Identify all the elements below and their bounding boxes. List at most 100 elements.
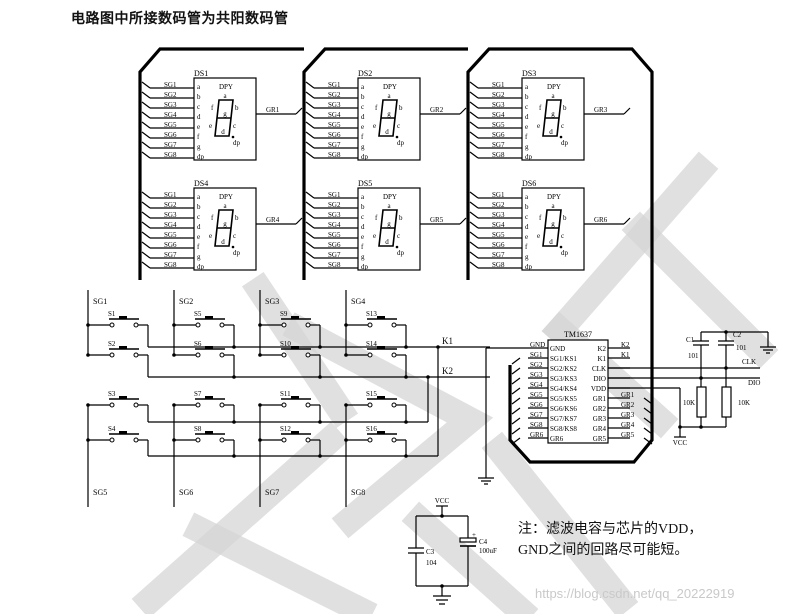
switch-contact <box>109 437 115 443</box>
c2-value: 101 <box>736 344 747 352</box>
display-ref: DS3 <box>522 69 536 78</box>
switch-button <box>205 396 213 399</box>
grid-net-label: GR3 <box>594 106 608 114</box>
bus-entry <box>141 151 151 159</box>
bus-entry <box>469 191 479 199</box>
grid-net-label: GR5 <box>430 216 444 224</box>
segment-pin-label: dp <box>361 153 369 161</box>
segment-net-label: SG8 <box>492 151 505 159</box>
bus-entry <box>141 191 151 199</box>
segment-pin-label: e <box>361 123 364 131</box>
segment-pin-label: dp <box>525 153 533 161</box>
seg-g-label: g <box>551 220 555 228</box>
switch-button <box>291 316 299 319</box>
seg-f-label: f <box>539 214 542 222</box>
bus-entry <box>469 141 479 149</box>
segment-net-label: SG7 <box>492 251 505 259</box>
column-label: SG7 <box>265 488 279 497</box>
segment-pin-label: c <box>525 103 528 111</box>
segment-pin-label: e <box>525 123 528 131</box>
switch-contact <box>305 402 311 408</box>
switch-contact <box>109 402 115 408</box>
bus-entry <box>459 107 467 115</box>
ic-pin-label: SG1/KS1 <box>550 355 577 363</box>
bus-entry <box>643 417 653 425</box>
segment-pin-label: a <box>361 83 365 91</box>
c1-value: 101 <box>688 352 699 360</box>
segment-net-label: SG7 <box>492 141 505 149</box>
switch-s8: S8 <box>172 425 236 458</box>
switch-contact <box>367 352 373 358</box>
segment-pin-label: g <box>525 143 529 151</box>
segment-net-label: SG4 <box>492 221 505 229</box>
capacitor-c2 <box>718 340 734 346</box>
switch-s2: S2 <box>86 340 149 377</box>
ic-pin-label: GR4 <box>593 425 607 433</box>
segment-net-label: SG5 <box>492 121 505 129</box>
switch-button <box>119 431 127 434</box>
bus-entry <box>469 241 479 249</box>
segment-net-label: SG8 <box>164 261 177 269</box>
switch-button <box>377 316 385 319</box>
segment-pin-label: b <box>197 203 201 211</box>
seg-b-label: b <box>235 214 239 222</box>
row-label-k2: K2 <box>442 366 453 376</box>
segment-pin-label: f <box>197 243 200 251</box>
bus-entry <box>141 111 151 119</box>
switch-ref: S16 <box>366 425 377 433</box>
decimal-point <box>559 135 563 139</box>
switch-contact <box>305 322 311 328</box>
seg-e-label: e <box>537 122 540 130</box>
tm1637-chip: TM1637GNDGNDSG1/KS1SG1SG2/KS2SG2SG3/KS3S… <box>478 330 653 485</box>
switch-contact <box>195 402 201 408</box>
segment-net-label: SG1 <box>164 191 177 199</box>
seg-e-label: e <box>373 122 376 130</box>
seg-b-label: b <box>235 104 239 112</box>
bus-entry <box>511 427 521 435</box>
segment-net-label: SG1 <box>328 191 341 199</box>
bus-entry <box>305 111 315 119</box>
segment-net-label: SG6 <box>492 131 505 139</box>
switch-s16: S16 <box>344 425 408 458</box>
seg-d-label: d <box>221 238 225 246</box>
column-label: SG5 <box>93 488 107 497</box>
vcc-label: VCC <box>673 439 688 447</box>
seg-g-label: g <box>223 110 227 118</box>
junction-dot <box>699 425 703 429</box>
seven-segment-digit <box>378 99 398 137</box>
segment-net-label: SG7 <box>328 251 341 259</box>
junction-dot <box>86 438 90 442</box>
display-ref: DS4 <box>194 179 208 188</box>
bus-entry <box>469 81 479 89</box>
seg-c-label: c <box>397 232 400 240</box>
segment-pin-label: c <box>525 213 528 221</box>
source-credit: https://blog.csdn.net/qq_20222919 <box>535 586 735 601</box>
clk-label: CLK <box>742 358 756 366</box>
ground-icon <box>478 477 494 485</box>
seven-segment-digit <box>378 209 398 247</box>
c4-polarity: + <box>472 531 476 539</box>
ic-net-label: SG5 <box>530 391 543 399</box>
bus-segment-mid <box>302 47 468 280</box>
seg-dp-label: dp <box>397 249 405 257</box>
segment-net-label: SG3 <box>328 101 341 109</box>
bus-entry <box>305 151 315 159</box>
capacitor-c3 <box>408 547 424 554</box>
switch-s15: S15 <box>344 390 408 424</box>
switch-ref: S6 <box>194 340 202 348</box>
ic-net-label: SG1 <box>530 351 543 359</box>
bus-entry <box>469 151 479 159</box>
bus-segment-left <box>138 47 304 280</box>
bus-entry <box>305 221 315 229</box>
seg-dp-label: dp <box>233 249 241 257</box>
segment-net-label: SG6 <box>328 131 341 139</box>
bus-entry <box>305 261 315 269</box>
bus-entry <box>141 121 151 129</box>
segment-pin-label: e <box>197 233 200 241</box>
display-ref: DS1 <box>194 69 208 78</box>
switch-contact <box>391 322 397 328</box>
ic-pin-label: K2 <box>597 345 606 353</box>
